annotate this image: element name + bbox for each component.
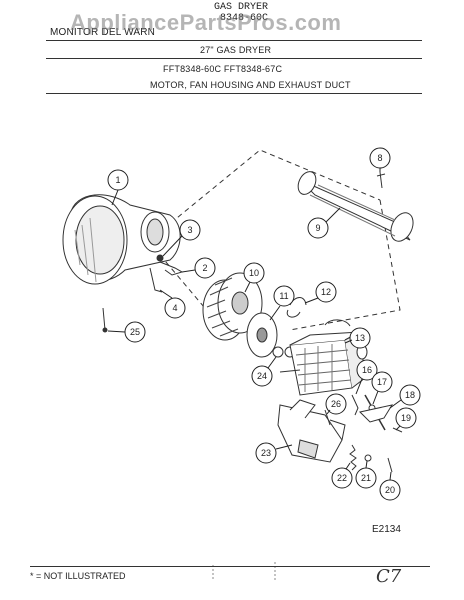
callout-label-21: 21 [361,473,371,483]
callout-label-25: 25 [130,327,140,337]
blower-wheel-drawing [202,272,263,341]
header-rule-3 [46,93,422,94]
callout-1 [107,169,129,206]
callout-label-19: 19 [401,413,411,423]
callout-25 [107,321,146,343]
diagram-code: E2134 [372,524,401,535]
header-rule-2 [46,58,422,59]
callout-label-3: 3 [187,225,192,235]
callout-23 [255,442,293,464]
callout-26 [325,393,347,415]
dryer-type: GAS DRYER [214,2,269,13]
callout-label-17: 17 [377,377,387,387]
callout-label-16: 16 [362,365,372,375]
watermark-text: AppliancePartsPros.com [70,10,342,35]
callout-label-13: 13 [355,333,365,343]
callout-12 [304,281,337,304]
callout-24 [251,356,277,387]
callout-20 [379,471,401,501]
callout-label-12: 12 [321,287,331,297]
callout-label-4: 4 [172,303,177,313]
callout-3 [162,219,201,257]
callout-18 [389,384,421,409]
models-line: FFT8348-60C FFT8348-67C [163,64,283,74]
handwritten-mark: C7 [376,566,402,587]
callout-22 [331,462,353,489]
left-header-title: MONITOR DEL WARN [50,27,156,38]
callout-16 [355,359,378,395]
callout-13 [344,327,371,349]
callout-label-20: 20 [385,485,395,495]
callout-8 [369,147,391,172]
callout-label-1: 1 [115,175,120,185]
callout-4 [159,289,186,319]
dashed-leader-motor [289,199,401,331]
section-title: MOTOR, FAN HOUSING AND EXHAUST DUCT [150,80,351,90]
callout-label-9: 9 [315,223,320,233]
fan-housing-drawing [62,194,181,285]
callout-label-23: 23 [261,448,271,458]
callout-2 [181,257,216,279]
callout-11 [269,285,295,321]
callout-17 [371,371,393,405]
callout-10 [243,262,265,293]
callout-label-10: 10 [249,268,259,278]
exhaust-duct-drawing [297,171,414,242]
model-number: 8348-60C [220,13,269,24]
callout-label-22: 22 [337,473,347,483]
callout-label-8: 8 [377,153,382,163]
header-rule-top [46,40,422,41]
not-illustrated-note: * = NOT ILLUSTRATED [30,571,126,581]
callout-label-24: 24 [257,371,267,381]
callout-label-2: 2 [202,263,207,273]
callout-19 [395,407,417,431]
callout-label-11: 11 [279,291,288,301]
motor-mount-drawing [277,399,346,463]
callout-21 [355,460,377,489]
dashed-leader-duct [149,149,381,241]
subtitle: 27" GAS DRYER [200,45,272,55]
callout-label-18: 18 [405,390,415,400]
callout-label-26: 26 [331,399,341,409]
callout-9 [307,207,341,239]
footer-rule [30,566,430,567]
